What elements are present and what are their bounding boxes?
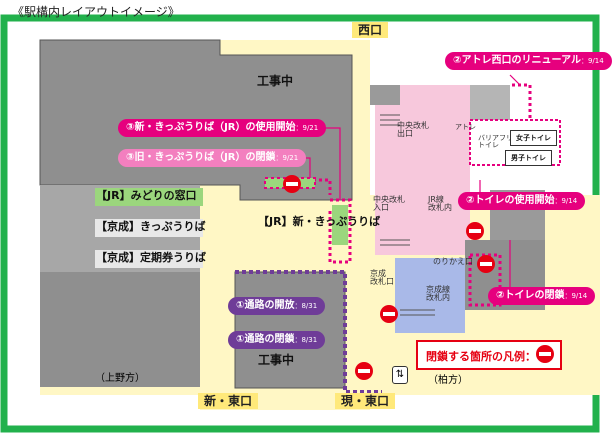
stairs-1 — [370, 85, 400, 105]
page-title: 《駅構内レイアウトイメージ》 — [12, 5, 180, 19]
construction-top-label: 工事中 — [257, 74, 294, 88]
women-toilet-label: 女子トイレ — [510, 130, 557, 146]
kashiwa-direction: （柏方） — [428, 375, 468, 386]
west-gate-label: 西口 — [352, 22, 389, 38]
transfer-label: のりかえ口 — [433, 257, 473, 266]
keisei-gate-label: 京成 改札口 — [370, 269, 394, 286]
current-east-gate-label: 現・東口 — [335, 393, 396, 409]
keisei-gate-area — [395, 258, 465, 333]
new-east-gate-label: 新・東口 — [198, 393, 259, 409]
no-entry-icon — [477, 255, 495, 273]
ticket-dashed — [265, 178, 352, 264]
chuo-entrance-label: 中央改札 入口 — [373, 195, 405, 212]
elevator-icon: ⇅ — [392, 366, 408, 384]
keisei-teiki-area — [95, 250, 203, 268]
west-renewal-dashed — [512, 83, 532, 120]
notice-passage-close: ①通路の閉鎖：8/31 — [228, 331, 326, 349]
notice-toilet-open: ②トイレの使用開始：9/14 — [458, 192, 586, 210]
jr-new-ticket-label: 【JR】新・きっぷうりば — [258, 215, 381, 228]
legend-label: 閉鎖する箇所の凡例： — [426, 350, 536, 363]
jr-gate-area — [375, 85, 470, 255]
keisei-ticket-area — [95, 219, 203, 237]
keisei-teiki-label: 【京成】定期券うりば — [96, 251, 206, 264]
men-toilet-label: 男子トイレ — [505, 150, 552, 166]
closure-legend: 閉鎖する箇所の凡例： — [416, 340, 562, 370]
notice-toilet-close: ②トイレの閉鎖：9/14 — [488, 287, 596, 305]
passage-dashed — [235, 270, 382, 394]
bottom-left-building — [40, 272, 200, 387]
notice-old-ticket-close: ③旧・きっぷうりば（JR）の閉鎖：9/21 — [118, 149, 307, 167]
no-entry-icon — [355, 362, 373, 380]
new-ticket-window — [332, 205, 348, 245]
chuo-exit-label: 中央改札 出口 — [397, 121, 429, 138]
notice-new-ticket-open: ③新・きっぷうりば（JR）の使用開始：9/21 — [118, 119, 327, 137]
jr-gate-label: JR線 改札内 — [428, 195, 452, 212]
jr-midori-label: 【JR】みどりの窓口 — [96, 189, 197, 202]
notice-passage-open: ①通路の開放：8/31 — [228, 297, 326, 315]
barrier-free-label: バリアフリー トイレ — [478, 134, 520, 149]
keisei-ticket-label: 【京成】きっぷうりば — [96, 220, 206, 233]
no-entry-icon — [466, 222, 484, 240]
construction-bottom-label: 工事中 — [258, 353, 295, 367]
atre-label: アトレ — [455, 123, 476, 131]
ueno-direction: （上野方） — [95, 373, 145, 384]
midori-window — [95, 188, 203, 206]
no-entry-icon — [283, 175, 301, 193]
no-entry-icon — [536, 345, 554, 363]
construction-bottom — [234, 271, 346, 389]
keisei-inside-label: 京成線 改札内 — [426, 285, 450, 302]
notice-atre-renewal: ②アトレ西口のリニューアル：9/14 — [445, 52, 612, 70]
no-entry-icon — [380, 305, 398, 323]
stairs-group — [380, 114, 435, 316]
